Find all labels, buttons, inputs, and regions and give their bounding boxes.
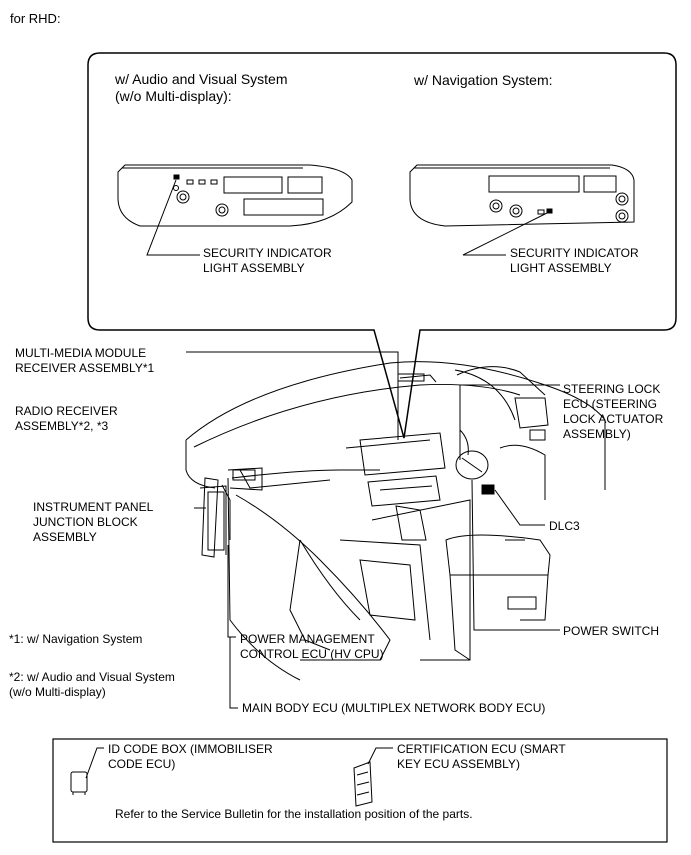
steering-lock-label: STEERING LOCK ECU (STEERING LOCK ACTUATO… — [563, 382, 664, 441]
legend-note: Refer to the Service Bulletin for the in… — [115, 807, 473, 821]
power-switch-label: POWER SWITCH — [563, 624, 659, 638]
audio-panel-drawing — [117, 164, 353, 227]
callout-bubble — [87, 52, 677, 439]
right-security-indicator-label: SECURITY INDICATOR LIGHT ASSEMBLY — [510, 246, 639, 275]
legend-box — [52, 738, 668, 843]
multi-media-module-label: MULTI-MEDIA MODULE RECEIVER ASSEMBLY*1 — [15, 346, 155, 375]
dashboard-drawing — [185, 361, 606, 681]
certification-ecu-icon — [353, 747, 393, 807]
radio-receiver-label: RADIO RECEIVER ASSEMBLY*2, *3 — [15, 404, 118, 433]
instrument-panel-label: INSTRUMENT PANEL JUNCTION BLOCK ASSEMBLY — [33, 500, 154, 544]
callout-left-title: w/ Audio and Visual System (w/o Multi-di… — [115, 71, 288, 104]
dlc3-label: DLC3 — [549, 519, 580, 533]
id-code-box-label: ID CODE BOX (IMMOBILISER CODE ECU) — [108, 742, 273, 771]
callout-right-title: w/ Navigation System: — [414, 72, 553, 88]
footnote-1: *1: w/ Navigation System — [9, 632, 143, 646]
left-security-indicator-label: SECURITY INDICATOR LIGHT ASSEMBLY — [203, 246, 332, 275]
main-body-ecu-label: MAIN BODY ECU (MULTIPLEX NETWORK BODY EC… — [242, 701, 546, 715]
id-code-box-icon — [70, 747, 104, 795]
navigation-panel-drawing — [409, 164, 635, 227]
certification-ecu-label: CERTIFICATION ECU (SMART KEY ECU ASSEMBL… — [397, 742, 566, 771]
footnote-2: *2: w/ Audio and Visual System (w/o Mult… — [9, 670, 175, 699]
power-management-label: POWER MANAGEMENT CONTROL ECU (HV CPU) — [240, 632, 384, 661]
for-rhd-heading: for RHD: — [10, 11, 61, 26]
